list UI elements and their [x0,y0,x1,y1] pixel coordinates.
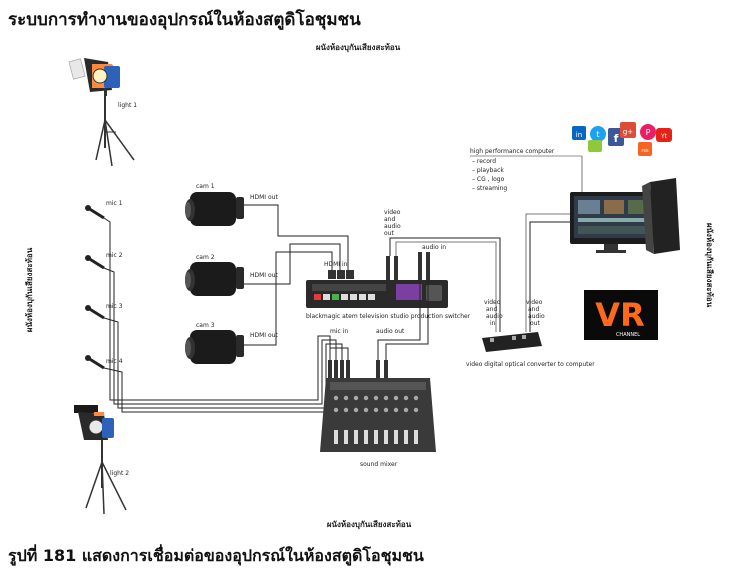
svg-text:VR: VR [595,296,644,334]
google-plus-icon [620,122,636,138]
svg-text:and: and [384,216,395,223]
svg-text:video: video [526,299,543,306]
camera-1-hdmi-cable [244,204,349,270]
camera-2-hdmi-cable [244,243,341,285]
wall-label-right: ผนังห้องบุกันเสียงสะท้อน [704,223,715,308]
converter-out-label: video and audio out [526,299,545,327]
camera-2-label: cam 2 [196,254,215,261]
svg-text:audio: audio [384,223,401,230]
rss-icon [638,142,652,156]
converter-to-computer-cable-2 [525,213,574,332]
svg-text:video: video [384,209,401,216]
pinterest-icon [640,124,656,140]
computer-tower [642,178,680,254]
mic-1 [85,205,105,220]
svg-text:video: video [484,299,501,306]
switcher-video-out-label: video and audio out [384,209,401,237]
mixer-to-switcher-cable [377,280,421,360]
camera-3-hdmi-cable [244,251,333,346]
computer-feature: – streaming [472,185,507,192]
converter-name: video digital optical converter to compu… [466,361,595,368]
youtube-icon [656,128,672,142]
camera-3 [185,330,244,364]
computer-feature: – record [472,158,496,165]
camera-2 [185,262,244,296]
mic-2-cable [103,267,337,405]
wall-label-top: ผนังห้องบุกันเสียงสะท้อน [316,42,401,53]
switcher-name: blackmagic atem television studio produc… [306,313,471,320]
camera-1-label: cam 1 [196,183,215,190]
light-2 [74,405,127,515]
svg-text:audio: audio [528,313,545,320]
sound-mixer [320,378,436,452]
camera-3-label: cam 3 [196,322,215,329]
vr-channel-logo: VR CHANNEL [584,290,658,340]
svg-text:g+: g+ [623,128,633,136]
wall-label-left: ผนังห้องบุกันเสียงสะท้อน [24,247,35,332]
mic-1-cable [103,217,331,401]
svg-text:rss: rss [641,148,649,154]
diagram-title: ระบบการทำงานของอุปกรณ์ในห้องสตูดิโอชุมชน [8,10,361,30]
light-1-label: light 1 [118,102,137,109]
hdmi-in-label: HDMI in [324,261,348,268]
audio-in-label: audio in [422,244,446,251]
production-switcher [306,280,448,308]
svg-text:audio: audio [486,313,503,320]
optical-converter [482,332,542,352]
svg-text:t: t [596,130,599,139]
computer-feature: – CG , logo [472,176,505,183]
camera-3-output-label: HDMI out [250,332,278,339]
mic-3 [85,305,105,320]
camera-2-output-label: HDMI out [250,272,278,279]
converter-to-computer-cable [529,221,574,332]
svg-text:f: f [614,132,619,145]
chat-icon [588,140,602,152]
svg-text:out: out [530,320,540,327]
light-2-label: light 2 [110,470,129,477]
mic-2 [85,255,105,270]
svg-text:in: in [576,131,582,139]
svg-text:Yt: Yt [660,133,668,140]
switcher-to-converter-cable-2 [395,241,497,332]
wall-label-bottom: ผนังห้องบุกันเสียงสะท้อน [327,519,412,530]
svg-text:CHANNEL: CHANNEL [616,332,640,338]
camera-1 [185,192,244,226]
light-1 [68,58,135,167]
twitter-icon [590,126,606,142]
mic-4 [85,355,105,370]
social-media-icons: in t f g+ P Yt rss [572,122,672,156]
svg-text:in: in [490,320,496,327]
figure-caption: รูปที่ 181 แสดงการเชื่อมต่อของอุปกรณ์ในห… [8,546,424,565]
audio-out-label: audio out [376,328,405,335]
mixer-to-switcher-cable-2 [385,280,429,360]
switcher-to-converter-cable [389,237,501,332]
computer-heading: high performance computer [470,148,555,155]
mic-2-label: mic 2 [106,252,123,259]
svg-text:and: and [528,306,539,313]
mic-1-label: mic 1 [106,200,123,207]
computer-monitor [570,192,654,253]
svg-text:and: and [486,306,497,313]
camera-1-output-label: HDMI out [250,194,278,201]
mic-in-label: mic in [330,328,348,335]
svg-text:out: out [384,230,394,237]
mixer-name: sound mixer [360,461,398,468]
linkedin-icon [572,126,586,140]
svg-text:P: P [646,128,651,137]
converter-in-label: video and audio in [484,299,503,327]
computer-feature: – playback [472,167,504,174]
